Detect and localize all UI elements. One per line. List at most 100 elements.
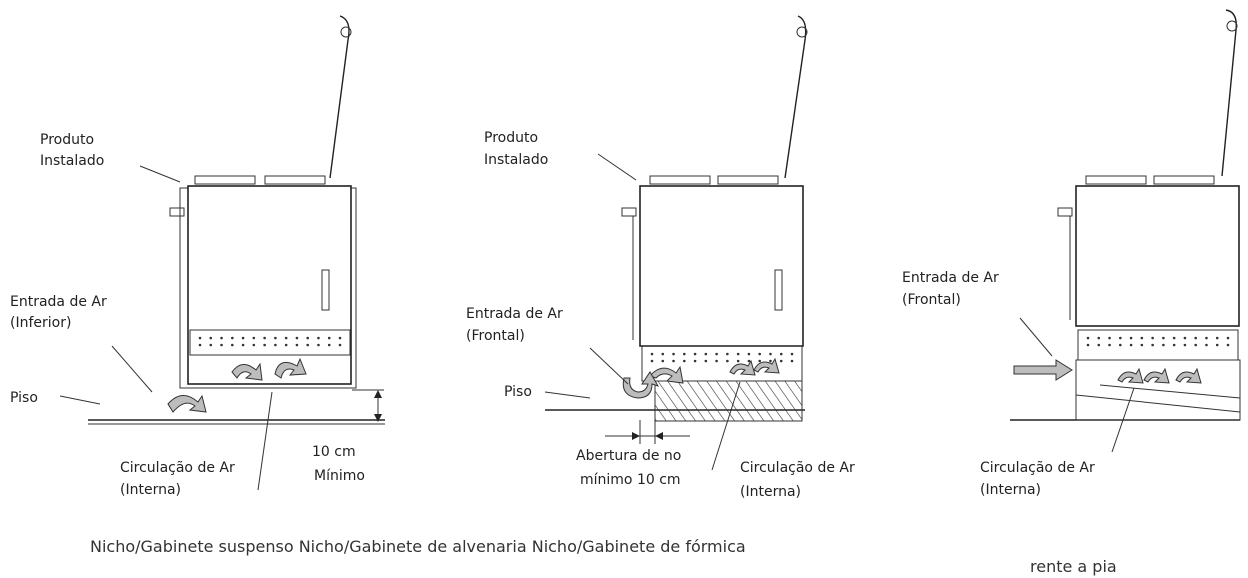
vent-hole	[769, 352, 772, 356]
vent-hole	[650, 352, 654, 356]
label-medida: 10 cm	[312, 444, 356, 460]
masonry-base	[654, 380, 803, 422]
vent-hole	[1226, 336, 1230, 340]
vent-hole	[779, 359, 783, 363]
circulation-arrow-2	[1143, 367, 1170, 384]
label-circulacao: Circulação de Ar	[120, 460, 235, 476]
vent-hole	[1097, 343, 1101, 347]
svg-text:(Inferior): (Inferior)	[10, 315, 71, 331]
label-abertura: Abertura de no	[576, 448, 681, 464]
vent-hole	[295, 336, 299, 340]
vent-hole	[758, 352, 761, 356]
vent-hole	[683, 359, 686, 363]
vent-hole	[209, 336, 213, 340]
vent-hole	[306, 336, 309, 340]
burner-left	[1085, 175, 1147, 185]
vent-hole	[693, 352, 697, 356]
vent-hole	[1151, 343, 1154, 347]
vent-hole	[715, 359, 718, 363]
vent-hole	[252, 336, 256, 340]
vent-panel	[641, 345, 803, 382]
circulation-arrow-2	[274, 357, 307, 379]
vent-hole	[758, 359, 761, 363]
vent-hole	[747, 359, 751, 363]
vent-hole	[1194, 336, 1197, 340]
vent-hole	[1215, 336, 1219, 340]
label-circulacao: Circulação de Ar	[740, 460, 855, 476]
vent-hole	[1183, 336, 1187, 340]
vent-hole	[1172, 336, 1176, 340]
svg-text:(Frontal): (Frontal)	[902, 292, 961, 308]
svg-text:(Interna): (Interna)	[120, 482, 181, 498]
vent-hole	[1162, 343, 1165, 347]
svg-text:Instalado: Instalado	[484, 152, 548, 168]
vent-hole	[327, 336, 331, 340]
label-circulacao: Circulação de Ar	[980, 460, 1095, 476]
vent-hole	[726, 359, 729, 363]
vent-hole	[327, 343, 331, 347]
label-produto: Produto	[484, 130, 538, 146]
vent-hole	[672, 359, 675, 363]
vent-hole	[1108, 336, 1111, 340]
vent-hole	[650, 359, 654, 363]
vent-hole	[220, 336, 223, 340]
knob	[621, 207, 637, 217]
svg-text:(Interna): (Interna)	[740, 484, 801, 500]
stove-body	[187, 185, 352, 385]
inlet-arrow	[167, 394, 207, 413]
label-entrada: Entrada de Ar	[902, 270, 999, 286]
vent-hole	[1086, 343, 1090, 347]
vent-hole	[1162, 336, 1165, 340]
panel-alvenaria: Produto Instalado Entrada de Ar (Frontal…	[466, 15, 855, 500]
vent-hole	[704, 352, 708, 356]
vent-hole	[726, 352, 729, 356]
vent-hole	[252, 343, 256, 347]
vent-hole	[715, 352, 718, 356]
circulation-arrow-2	[729, 359, 756, 376]
vent-hole	[263, 343, 266, 347]
vent-hole	[1140, 336, 1144, 340]
vent-hole	[1205, 343, 1208, 347]
svg-text:mínimo 10 cm: mínimo 10 cm	[580, 472, 681, 488]
label-piso: Piso	[10, 390, 38, 406]
vent-hole	[1119, 336, 1122, 340]
vent-hole	[704, 359, 708, 363]
vent-hole	[317, 336, 320, 340]
vent-hole	[747, 352, 751, 356]
vent-hole	[779, 352, 783, 356]
svg-text:(Frontal): (Frontal)	[466, 328, 525, 344]
vent-hole	[220, 343, 223, 347]
vent-hole	[1172, 343, 1176, 347]
vent-hole	[231, 343, 234, 347]
circulation-arrow-1	[231, 362, 263, 381]
circulation-arrow-3	[753, 357, 780, 374]
vent-hole	[1108, 343, 1111, 347]
caption-line-2: rente a pia	[1030, 557, 1117, 576]
vent-hole	[1226, 343, 1230, 347]
panel-formica: Entrada de Ar (Frontal) Circulação de Ar…	[902, 9, 1241, 498]
vent-hole	[1140, 343, 1144, 347]
formica-base	[1075, 359, 1241, 421]
vent-hole	[1215, 343, 1219, 347]
burner-left	[194, 175, 256, 185]
vent-hole	[661, 359, 665, 363]
vent-hole	[661, 352, 665, 356]
vent-hole	[1194, 343, 1197, 347]
svg-text:Instalado: Instalado	[40, 153, 104, 169]
vent-hole	[790, 352, 794, 356]
vent-hole	[1151, 336, 1154, 340]
burner-left	[649, 175, 711, 185]
vent-hole	[263, 336, 266, 340]
label-entrada: Entrada de Ar	[466, 306, 563, 322]
vent-hole	[317, 343, 320, 347]
vent-hole	[1097, 336, 1101, 340]
gas-hose	[329, 15, 350, 179]
inlet-arrow	[1013, 359, 1073, 381]
vent-hole	[274, 343, 277, 347]
knob	[1057, 207, 1073, 217]
vent-hole	[198, 336, 202, 340]
vent-panel	[1077, 329, 1239, 361]
vent-hole	[284, 343, 288, 347]
caption-line-1: Nicho/Gabinete suspenso Nicho/Gabinete d…	[90, 537, 746, 556]
burner-right	[1153, 175, 1215, 185]
